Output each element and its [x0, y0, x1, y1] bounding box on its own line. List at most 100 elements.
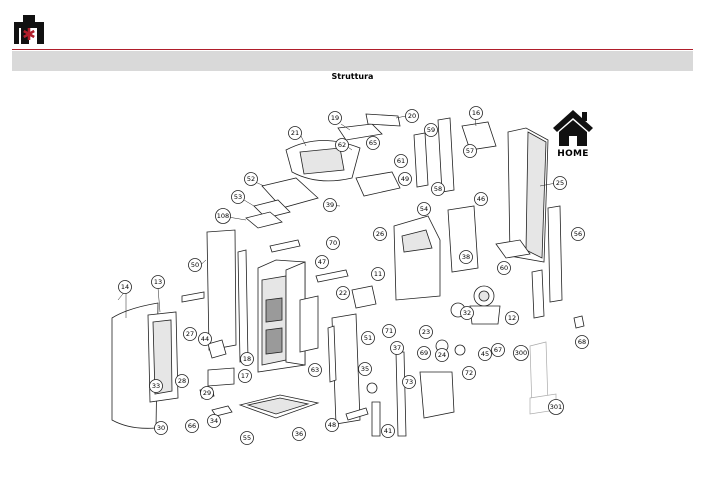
part-callout-300: 300 [513, 345, 529, 361]
part-number: 17 [241, 372, 249, 380]
part-callout-29: 29 [200, 386, 214, 400]
cover-49 [355, 171, 401, 197]
plate-108 [245, 211, 283, 229]
bracket-16 [461, 121, 497, 151]
part-68 [573, 315, 585, 329]
part-number: 33 [152, 382, 160, 390]
part-callout-18: 18 [240, 352, 254, 366]
part-callout-73: 73 [402, 375, 416, 389]
part-number: 69 [420, 349, 428, 357]
plate-60 [495, 239, 531, 259]
strip-70 [269, 239, 301, 253]
home-button[interactable]: HOME [549, 108, 597, 162]
part-number: 30 [157, 424, 165, 432]
side-panel-left [206, 229, 237, 351]
header-rule [12, 49, 693, 50]
part-callout-21: 21 [288, 126, 302, 140]
part-number: 301 [550, 403, 562, 411]
part-number: 48 [328, 421, 336, 429]
part-22 [351, 285, 377, 309]
part-callout-108: 108 [215, 208, 231, 224]
part-number: 29 [203, 389, 211, 397]
part-callout-70: 70 [326, 236, 340, 250]
strip-48 [345, 407, 369, 421]
part-callout-24: 24 [435, 348, 449, 362]
part-number: 54 [420, 205, 428, 213]
part-number: 27 [186, 330, 194, 338]
part-callout-50: 50 [188, 258, 202, 272]
part-callout-46: 46 [474, 192, 488, 206]
part-callout-301: 301 [548, 399, 564, 415]
part-callout-49: 49 [398, 172, 412, 186]
part-number: 21 [291, 129, 299, 137]
part-callout-68: 68 [575, 335, 589, 349]
part-number: 32 [463, 309, 471, 317]
part-callout-61: 61 [394, 154, 408, 168]
part-callout-54: 54 [417, 202, 431, 216]
part-callout-34: 34 [207, 414, 221, 428]
part-number: 36 [295, 430, 303, 438]
part-number: 28 [178, 377, 186, 385]
part-callout-56: 56 [571, 227, 585, 241]
ring-72 [454, 344, 466, 356]
part-callout-53: 53 [231, 190, 245, 204]
part-number: 50 [191, 261, 199, 269]
home-label: HOME [557, 149, 589, 159]
part-callout-71: 71 [382, 324, 396, 338]
part-callout-37: 37 [390, 341, 404, 355]
top-plate-19 [337, 123, 383, 141]
part-number: 44 [201, 335, 209, 343]
part-callout-72: 72 [462, 366, 476, 380]
part-callout-12: 12 [505, 311, 519, 325]
part-callout-30: 30 [154, 421, 168, 435]
part-callout-39: 39 [323, 198, 337, 212]
part-callout-14: 14 [118, 280, 132, 294]
panel-59 [413, 132, 429, 188]
part-callout-41: 41 [381, 424, 395, 438]
part-number: 108 [217, 212, 229, 220]
rod-37 [395, 351, 407, 437]
part-number: 67 [494, 346, 502, 354]
part-callout-16: 16 [469, 106, 483, 120]
panel-right-low [531, 269, 545, 319]
stove-main-body [257, 259, 319, 373]
panel-56 [547, 205, 563, 303]
part-callout-47: 47 [315, 255, 329, 269]
part-number: 35 [361, 365, 369, 373]
part-callout-60: 60 [497, 261, 511, 275]
part-callout-35: 35 [358, 362, 372, 376]
strip-47 [315, 269, 349, 283]
part-number: 57 [466, 147, 474, 155]
part-34 [211, 405, 233, 417]
part-number: 25 [556, 179, 564, 187]
part-number: 14 [121, 283, 129, 291]
rod-41 [371, 401, 381, 437]
part-number: 72 [465, 369, 473, 377]
part-callout-52: 52 [244, 172, 258, 186]
part-number: 11 [374, 270, 382, 278]
top-plate-20 [365, 113, 401, 127]
part-number: 65 [369, 139, 377, 147]
part-callout-57: 57 [463, 144, 477, 158]
part-callout-48: 48 [325, 418, 339, 432]
part-number: 26 [376, 230, 384, 238]
header-bar [12, 51, 693, 71]
part-callout-59: 59 [424, 123, 438, 137]
part-number: 62 [338, 141, 346, 149]
panel-57 [437, 117, 455, 193]
part-callout-63: 63 [308, 363, 322, 377]
part-callout-45: 45 [478, 347, 492, 361]
part-number: 13 [154, 278, 162, 286]
strip-small [181, 291, 205, 303]
part-callout-20: 20 [405, 109, 419, 123]
part-number: 18 [243, 355, 251, 363]
part-callout-26: 26 [373, 227, 387, 241]
part-number: 66 [188, 422, 196, 430]
part-callout-11: 11 [371, 267, 385, 281]
part-number: 61 [397, 157, 405, 165]
part-callout-66: 66 [185, 419, 199, 433]
part-callout-67: 67 [491, 343, 505, 357]
part-number: 24 [438, 351, 446, 359]
side-strip-18 [237, 249, 249, 363]
